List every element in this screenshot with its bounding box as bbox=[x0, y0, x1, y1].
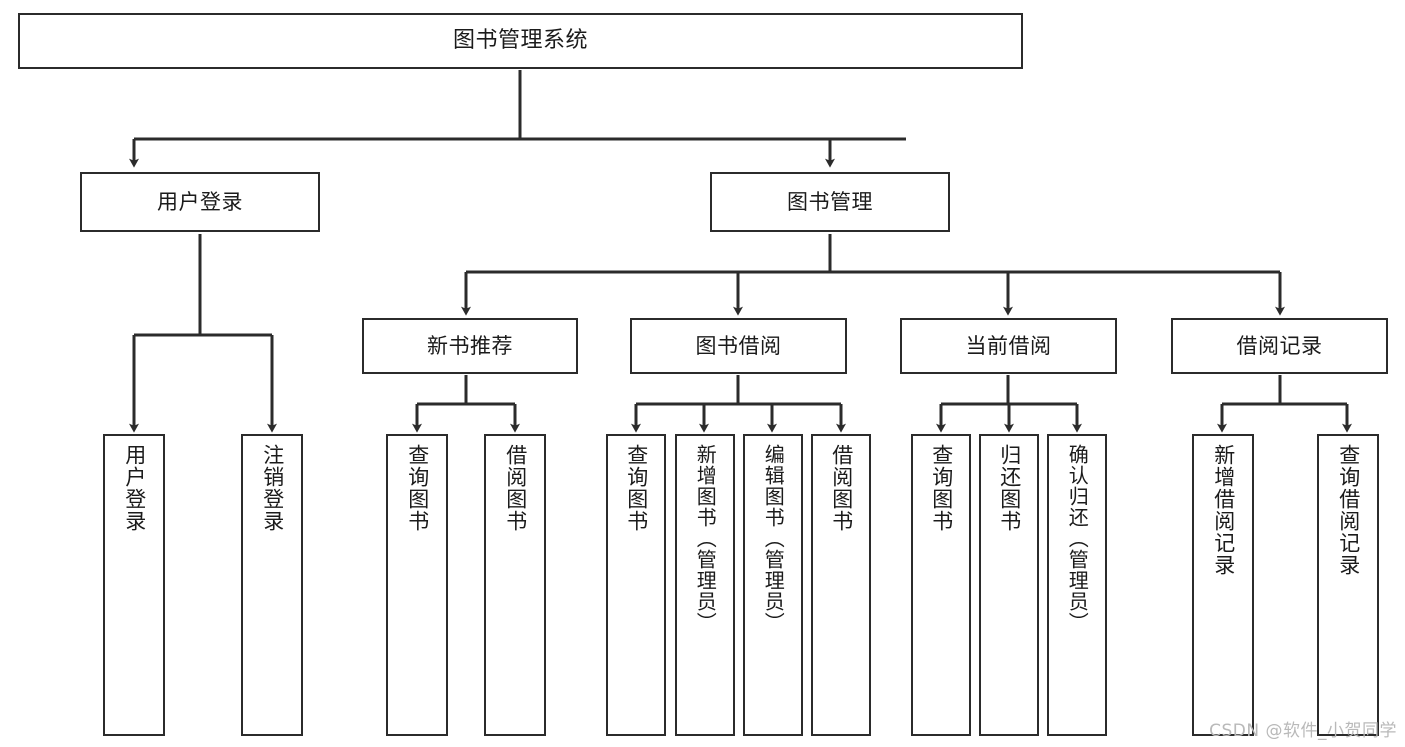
node-leaf-confirm-return-label: 确认归还（管理员） bbox=[1065, 444, 1090, 633]
node-new-book-recommend[interactable]: 新书推荐 bbox=[362, 318, 578, 374]
node-root[interactable]: 图书管理系统 bbox=[18, 13, 1023, 69]
node-leaf-edit-book[interactable]: 编辑图书（管理员） bbox=[743, 434, 803, 736]
node-leaf-query-book-1-label: 查询图书 bbox=[405, 444, 430, 532]
node-leaf-query-book-3-label: 查询图书 bbox=[929, 444, 954, 532]
node-new-book-recommend-label: 新书推荐 bbox=[427, 333, 513, 358]
node-leaf-borrow-book-1[interactable]: 借阅图书 bbox=[484, 434, 546, 736]
node-leaf-query-record-label: 查询借阅记录 bbox=[1336, 444, 1361, 576]
node-leaf-confirm-return[interactable]: 确认归还（管理员） bbox=[1047, 434, 1107, 736]
node-leaf-query-book-1[interactable]: 查询图书 bbox=[386, 434, 448, 736]
node-user-login-label: 用户登录 bbox=[157, 189, 243, 214]
node-leaf-query-book-2[interactable]: 查询图书 bbox=[606, 434, 666, 736]
node-leaf-logout-login[interactable]: 注销登录 bbox=[241, 434, 303, 736]
watermark-text: CSDN @软件_小贺同学 bbox=[1209, 721, 1397, 741]
node-leaf-query-book-3[interactable]: 查询图书 bbox=[911, 434, 971, 736]
node-book-borrow-label: 图书借阅 bbox=[695, 333, 782, 358]
node-book-manage-label: 图书管理 bbox=[787, 189, 873, 214]
node-book-manage[interactable]: 图书管理 bbox=[710, 172, 950, 232]
node-leaf-add-record-label: 新增借阅记录 bbox=[1211, 444, 1236, 576]
node-current-borrow-label: 当前借阅 bbox=[965, 333, 1052, 358]
node-leaf-edit-book-label: 编辑图书（管理员） bbox=[761, 444, 786, 633]
node-borrow-record-label: 借阅记录 bbox=[1236, 333, 1323, 358]
node-leaf-user-login[interactable]: 用户登录 bbox=[103, 434, 165, 736]
node-book-borrow[interactable]: 图书借阅 bbox=[630, 318, 847, 374]
node-user-login[interactable]: 用户登录 bbox=[80, 172, 320, 232]
node-leaf-add-record[interactable]: 新增借阅记录 bbox=[1192, 434, 1254, 736]
node-leaf-query-book-2-label: 查询图书 bbox=[624, 444, 649, 532]
node-leaf-query-record[interactable]: 查询借阅记录 bbox=[1317, 434, 1379, 736]
node-leaf-user-login-label: 用户登录 bbox=[122, 444, 147, 532]
node-leaf-borrow-book-2[interactable]: 借阅图书 bbox=[811, 434, 871, 736]
node-leaf-add-book[interactable]: 新增图书（管理员） bbox=[675, 434, 735, 736]
node-current-borrow[interactable]: 当前借阅 bbox=[900, 318, 1117, 374]
node-borrow-record[interactable]: 借阅记录 bbox=[1171, 318, 1388, 374]
node-leaf-borrow-book-1-label: 借阅图书 bbox=[503, 444, 528, 532]
node-root-label: 图书管理系统 bbox=[452, 28, 588, 54]
node-leaf-return-book-label: 归还图书 bbox=[997, 444, 1022, 532]
node-leaf-logout-login-label: 注销登录 bbox=[260, 444, 285, 532]
node-leaf-add-book-label: 新增图书（管理员） bbox=[693, 444, 718, 633]
node-leaf-return-book[interactable]: 归还图书 bbox=[979, 434, 1039, 736]
node-leaf-borrow-book-2-label: 借阅图书 bbox=[829, 444, 854, 532]
